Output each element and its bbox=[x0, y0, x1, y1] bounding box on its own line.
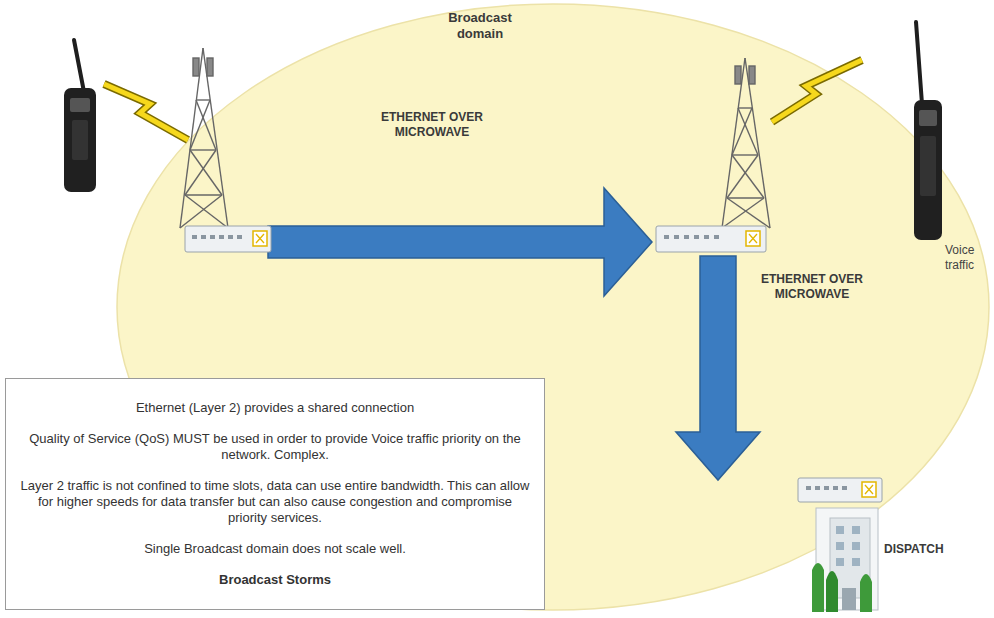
note-text: Layer 2 traffic is not confined to time … bbox=[20, 478, 530, 526]
note-box: Ethernet (Layer 2) provides a shared con… bbox=[5, 378, 545, 610]
note-text: Broadcast Storms bbox=[20, 572, 530, 588]
region-title: Broadcast domain bbox=[435, 10, 525, 42]
radio-handset bbox=[64, 40, 96, 192]
link-label: ETHERNET OVER MICROWAVE bbox=[376, 110, 488, 140]
network-switch bbox=[656, 226, 766, 252]
network-switch bbox=[185, 226, 271, 252]
link-arrow bbox=[676, 256, 760, 480]
wireless-bolt bbox=[104, 84, 188, 140]
radio-handset bbox=[914, 22, 942, 240]
link-label: ETHERNET OVER MICROWAVE bbox=[758, 272, 866, 302]
network-switch bbox=[798, 478, 882, 502]
wireless-bolt bbox=[772, 60, 862, 122]
microwave-tower bbox=[722, 58, 770, 228]
note-text: Ethernet (Layer 2) provides a shared con… bbox=[20, 400, 530, 416]
note-text: Single Broadcast domain does not scale w… bbox=[20, 541, 530, 557]
microwave-tower bbox=[180, 48, 228, 228]
dispatch-building-icon bbox=[812, 508, 878, 612]
link-arrow bbox=[268, 188, 652, 296]
traffic-label: Voice traffic bbox=[945, 243, 989, 273]
building-label: DISPATCH bbox=[884, 542, 944, 557]
note-text: Quality of Service (QoS) MUST be used in… bbox=[20, 431, 530, 463]
